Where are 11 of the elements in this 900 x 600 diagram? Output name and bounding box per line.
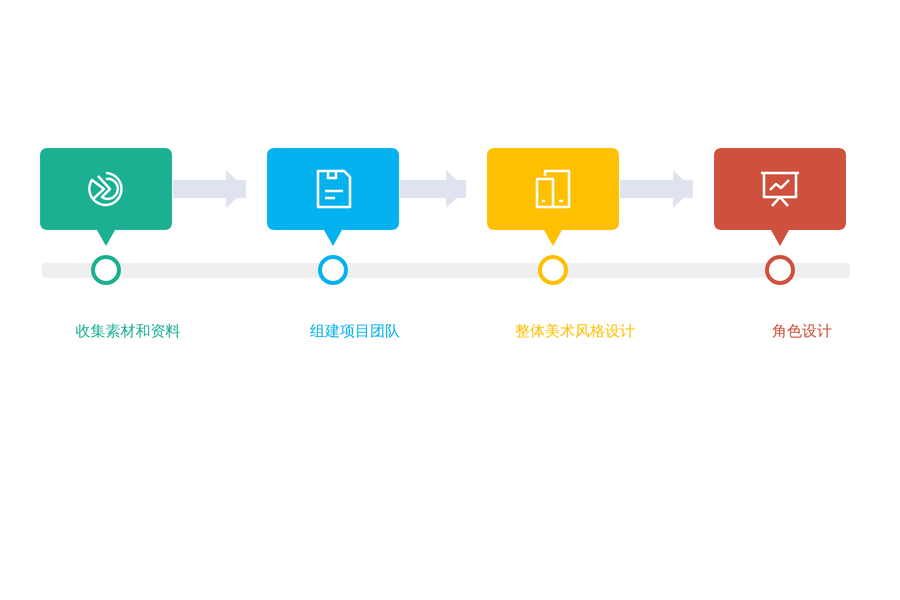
callout-box [267, 148, 399, 246]
arrow [173, 170, 246, 208]
arrow [620, 170, 693, 208]
step-label: 整体美术风格设计 [514, 322, 636, 341]
callout-box [714, 148, 846, 246]
step-label: 角色设计 [771, 322, 833, 341]
callout-box [40, 148, 172, 246]
arrow [400, 170, 466, 208]
step-label: 组建项目团队 [309, 322, 401, 341]
callout-box [487, 148, 619, 246]
step-label: 收集素材和资料 [74, 322, 182, 341]
